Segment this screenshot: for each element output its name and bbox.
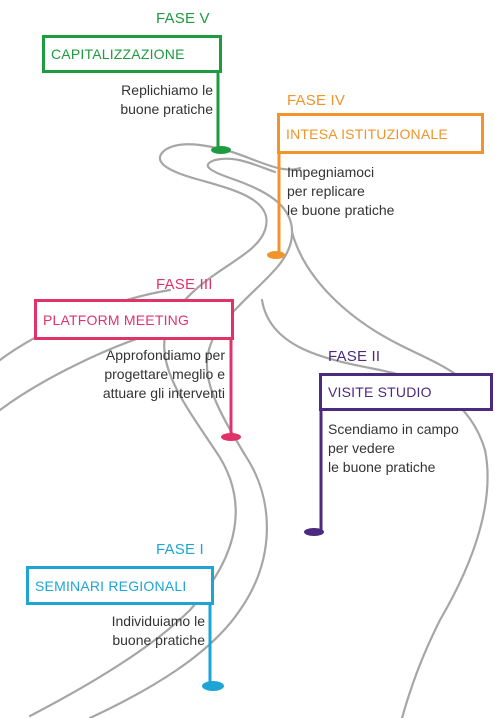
fase-iv-line-3: le buone pratiche <box>287 202 395 218</box>
fase-ii-line-1: Scendiamo in campo <box>328 421 459 437</box>
pin-fase-iii <box>221 433 241 441</box>
fase-i-label: FASE I <box>156 541 204 558</box>
fase-iii-line-3: attuare gli interventi <box>102 385 225 401</box>
fase-i-title-box: SEMINARI REGIONALI <box>26 566 214 605</box>
fase-iii-line-2: progettare meglio e <box>104 366 225 382</box>
fase-iii-description: Approfondiamo per progettare meglio e at… <box>50 346 225 403</box>
fase-v-line-1: Replichiamo le <box>121 82 213 98</box>
fase-i-line-1: Individuiamo le <box>111 613 205 629</box>
fase-ii-line-3: le buone pratiche <box>328 459 436 475</box>
fase-i-line-2: buone pratiche <box>112 632 205 648</box>
fase-v-title-box: CAPITALIZZAZIONE <box>42 35 222 73</box>
fase-ii-label: FASE II <box>328 348 381 365</box>
pin-fase-v <box>211 146 231 154</box>
fase-iii-title-box: PLATFORM MEETING <box>34 299 234 340</box>
fase-v-description: Replichiamo le buone pratiche <box>70 81 213 119</box>
fase-ii-title-box: VISITE STUDIO <box>319 373 493 411</box>
road-far-curve <box>260 298 489 718</box>
pin-fase-ii <box>304 528 324 536</box>
fase-i-description: Individuiamo le buone pratiche <box>60 612 205 650</box>
fase-iv-line-1: Impegniamoci <box>287 164 375 180</box>
fase-iii-line-1: Approfondiamo per <box>105 347 225 363</box>
fase-iv-label: FASE IV <box>287 92 346 109</box>
fase-ii-description: Scendiamo in campo per vedere le buone p… <box>328 420 493 477</box>
fase-iv-title-box: INTESA ISTITUZIONALE <box>277 113 484 154</box>
fase-iv-line-2: per replicare <box>287 183 365 199</box>
fase-v-line-2: buone pratiche <box>120 101 213 117</box>
fase-v-label: FASE V <box>156 10 210 27</box>
fase-iv-description: Impegniamoci per replicare le buone prat… <box>287 163 457 220</box>
pin-fase-i <box>202 681 224 691</box>
fase-ii-line-2: per vedere <box>328 440 395 456</box>
fase-iii-label: FASE III <box>156 276 213 293</box>
pin-fase-iv <box>267 251 285 259</box>
